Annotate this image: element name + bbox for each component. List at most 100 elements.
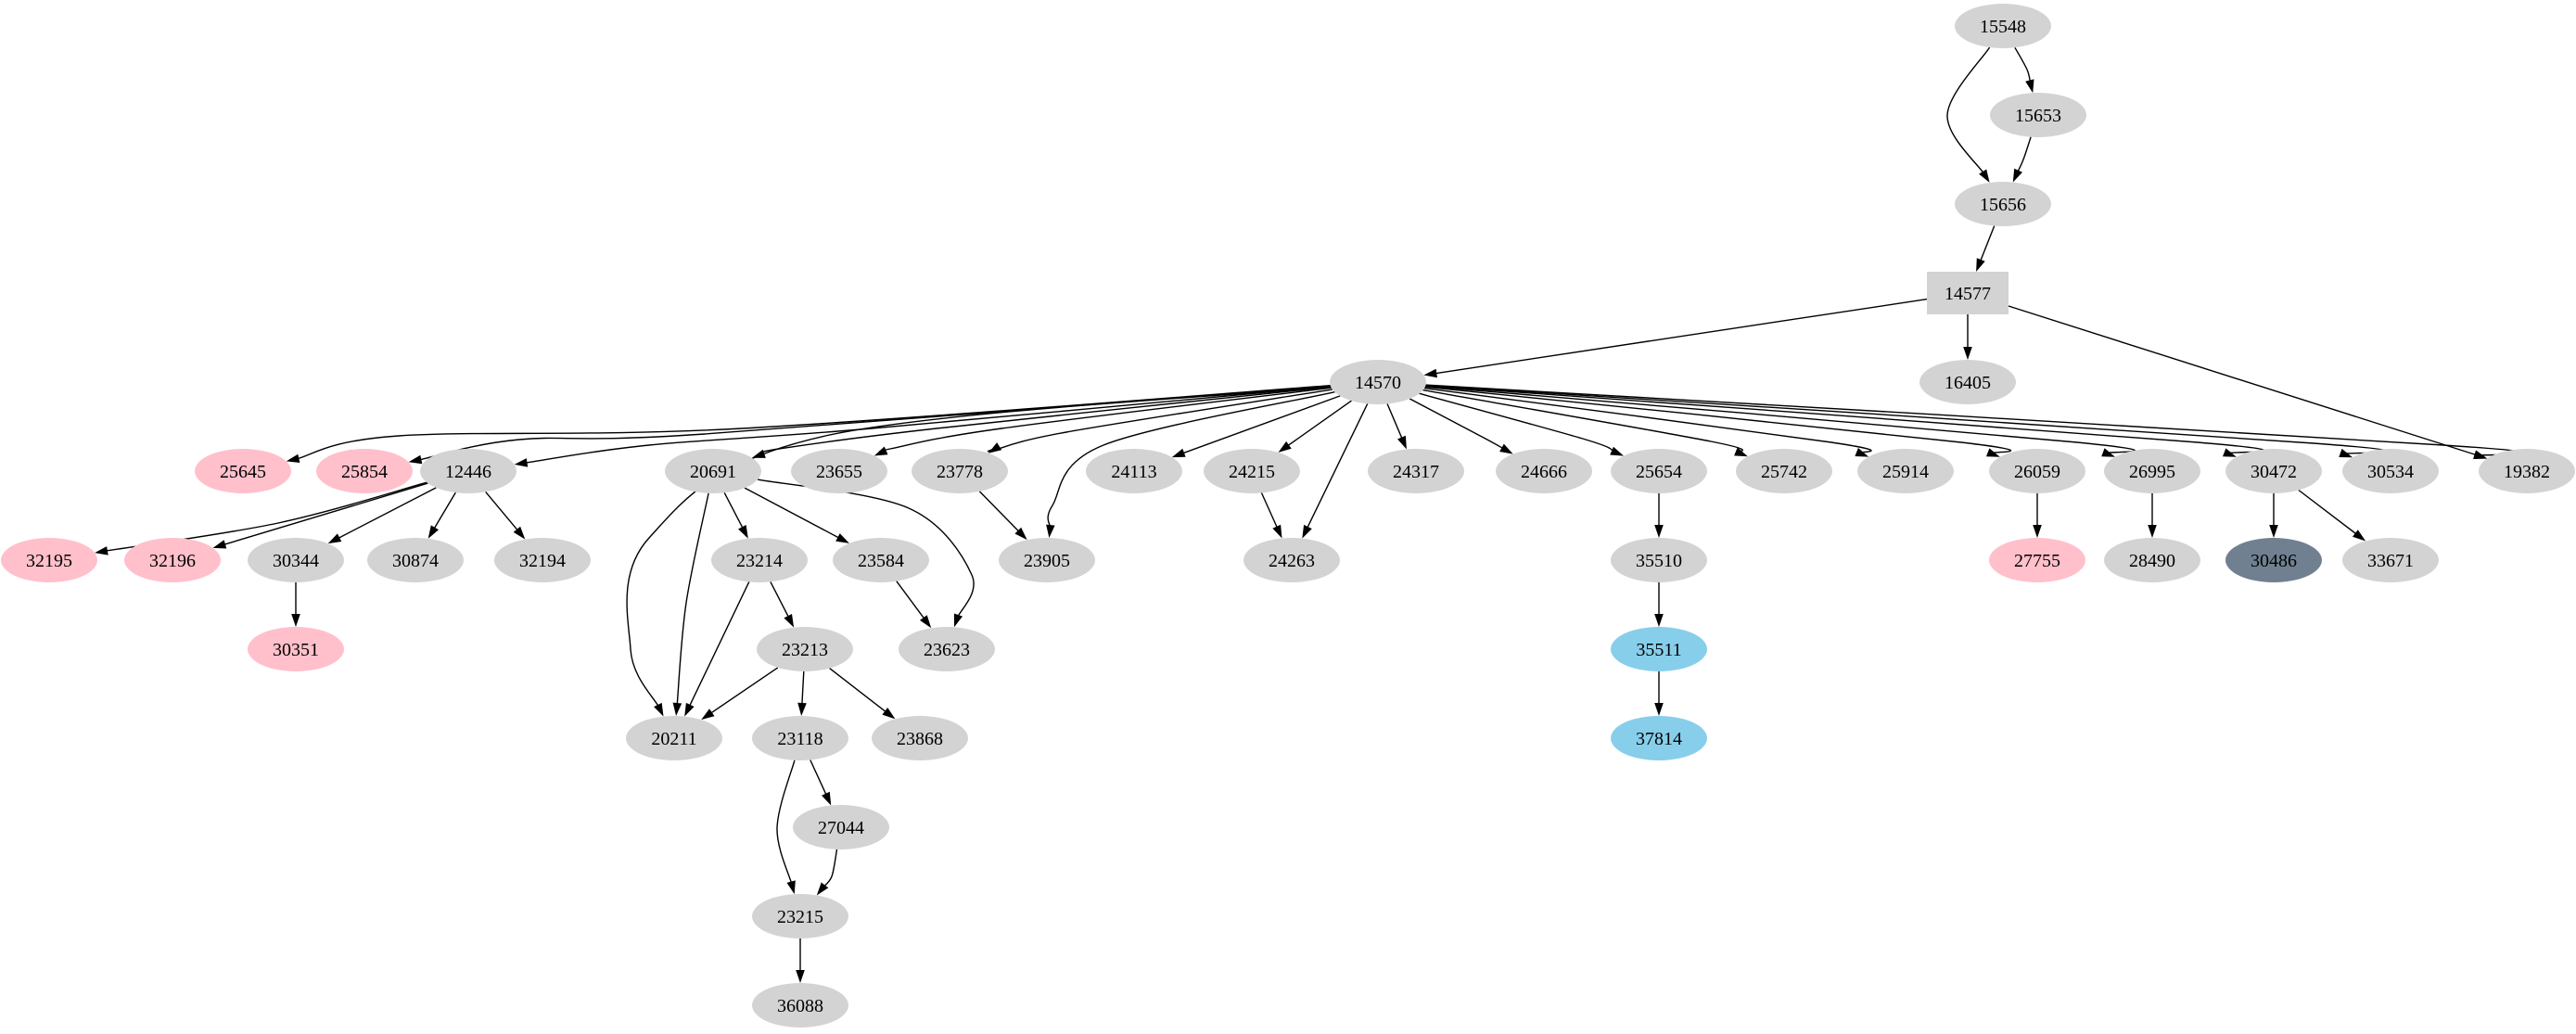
edge-14570-24215 <box>1285 400 1352 448</box>
arrowhead-23213-23118 <box>797 702 807 716</box>
node-label-14577: 14577 <box>1945 284 1991 304</box>
node-label-25854: 25854 <box>341 462 388 482</box>
arrowhead-14570-30472 <box>2223 448 2237 457</box>
edge-23213-23868 <box>829 668 888 714</box>
arrowhead-14570-26059 <box>1986 448 2000 457</box>
node-35511 <box>1611 627 1707 671</box>
arrowhead-12446-32195 <box>95 546 108 555</box>
node-23584 <box>833 538 929 582</box>
edge-23118-23215 <box>776 760 796 885</box>
node-35510 <box>1611 538 1707 582</box>
node-23655 <box>791 449 887 493</box>
arrowhead-14577-16405 <box>1963 347 1972 360</box>
node-label-35510: 35510 <box>1636 551 1682 571</box>
node-label-32194: 32194 <box>519 551 566 571</box>
node-14570 <box>1330 360 1426 404</box>
arrowhead-14577-14570 <box>1423 368 1437 378</box>
node-15656 <box>1955 182 2051 226</box>
node-37814 <box>1611 716 1707 760</box>
arrowhead-14570-19382 <box>2473 450 2487 459</box>
arrowhead-24215-24263 <box>1272 524 1282 539</box>
edge-14570-23905 <box>1047 391 1335 529</box>
node-30472 <box>2225 449 2322 493</box>
node-32196 <box>124 538 221 582</box>
node-label-24263: 24263 <box>1269 551 1315 571</box>
edge-23584-23623 <box>896 581 926 620</box>
arrowhead-14570-25854 <box>408 454 423 465</box>
node-label-19382: 19382 <box>2504 462 2550 482</box>
edge-20691-20211 <box>676 492 709 707</box>
arrowhead-30472-30486 <box>2269 525 2278 538</box>
edge-14570-23778 <box>987 389 1333 453</box>
node-23215 <box>752 894 848 938</box>
arrowhead-23213-23868 <box>882 708 896 720</box>
arrowhead-14570-20211 <box>654 702 664 717</box>
arrowhead-14570-23655 <box>874 446 888 456</box>
edge-27044-23215 <box>823 849 838 888</box>
arrowhead-14570-25645 <box>286 453 300 463</box>
edge-12446-30344 <box>337 487 437 540</box>
edge-23214-20211 <box>688 581 750 708</box>
node-label-32196: 32196 <box>149 551 196 571</box>
edge-23213-23118 <box>801 670 805 707</box>
node-label-20211: 20211 <box>651 729 696 749</box>
node-label-28490: 28490 <box>2129 551 2175 571</box>
edge-12446-32196 <box>222 482 428 546</box>
node-label-16405: 16405 <box>1945 373 1991 393</box>
node-label-23118: 23118 <box>777 729 823 749</box>
node-30874 <box>367 538 464 582</box>
edge-14570-30472 <box>1425 385 2265 454</box>
node-label-12446: 12446 <box>445 462 491 482</box>
node-label-24215: 24215 <box>1229 462 1275 482</box>
node-30486 <box>2225 538 2322 582</box>
node-24215 <box>1204 449 1300 493</box>
edge-14570-26059 <box>1424 386 2012 454</box>
node-15653 <box>1990 93 2086 137</box>
node-label-36088: 36088 <box>777 996 823 1016</box>
node-33671 <box>2342 538 2439 582</box>
edge-14570-12446 <box>524 386 1332 464</box>
node-25914 <box>1857 449 1954 493</box>
arrowhead-12446-30344 <box>327 533 342 544</box>
node-label-23214: 23214 <box>736 551 783 571</box>
arrowhead-30472-33671 <box>2353 530 2366 542</box>
edge-14577-14570 <box>1434 298 1928 375</box>
arrowhead-14570-24666 <box>1499 443 1513 454</box>
arrowhead-14570-25742 <box>1734 447 1748 457</box>
node-label-25654: 25654 <box>1636 462 1682 482</box>
node-label-23623: 23623 <box>924 640 970 660</box>
node-label-23655: 23655 <box>816 462 862 482</box>
node-19382 <box>2479 449 2575 493</box>
edge-23213-20211 <box>708 667 779 715</box>
arrowhead-23214-20211 <box>684 702 695 717</box>
node-label-23905: 23905 <box>1024 551 1070 571</box>
node-label-25914: 25914 <box>1882 462 1929 482</box>
arrowhead-25654-35510 <box>1654 525 1664 538</box>
edge-23214-23213 <box>770 581 790 619</box>
node-label-24317: 24317 <box>1393 462 1439 482</box>
node-label-30486: 30486 <box>2251 551 2297 571</box>
node-label-30874: 30874 <box>392 551 439 571</box>
node-label-27755: 27755 <box>2014 551 2060 571</box>
node-27044 <box>793 805 889 849</box>
node-23214 <box>711 538 808 582</box>
arrowhead-23118-23215 <box>786 880 796 895</box>
node-26059 <box>1989 449 2085 493</box>
node-23778 <box>912 449 1008 493</box>
arrowhead-27044-23215 <box>816 882 829 896</box>
arrowhead-23215-36088 <box>796 970 805 983</box>
node-23213 <box>757 627 853 671</box>
edge-30472-33671 <box>2298 489 2358 536</box>
node-label-15653: 15653 <box>2015 106 2061 126</box>
edge-23118-27044 <box>810 760 828 797</box>
node-14577 <box>1927 272 2009 314</box>
edge-12446-32194 <box>485 491 519 532</box>
arrowhead-14570-26995 <box>2101 448 2115 457</box>
node-25645 <box>195 449 291 493</box>
edge-20691-23584 <box>744 487 841 540</box>
node-label-25645: 25645 <box>220 462 266 482</box>
node-label-23778: 23778 <box>937 462 983 482</box>
node-27755 <box>1989 538 2085 582</box>
edge-23778-23905 <box>978 491 1021 533</box>
